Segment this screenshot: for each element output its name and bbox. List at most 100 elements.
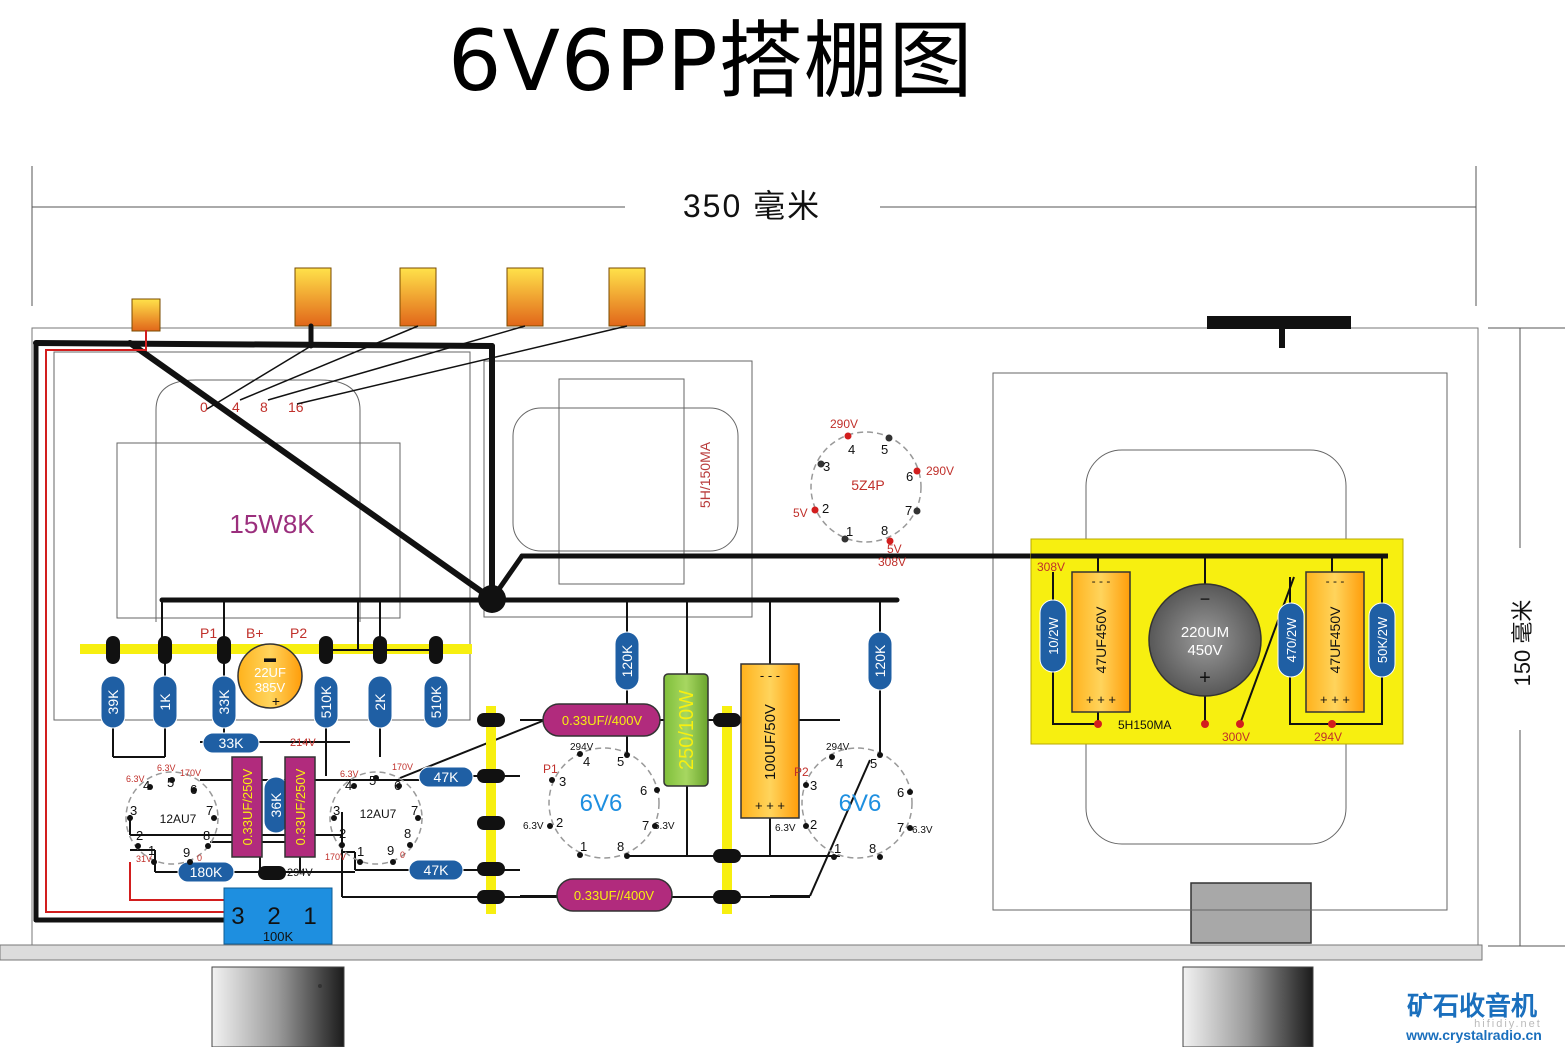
tube-pin: 6 (640, 783, 647, 798)
tube-voltage: 6.3V (523, 821, 544, 832)
cap-label: 0.33UF//400V (574, 888, 655, 903)
tube-pin: 8 (203, 828, 210, 843)
driver-label-p2: P2 (290, 625, 307, 641)
cap-plus: + (272, 693, 280, 709)
output-transformer-label: 15W8K (229, 509, 315, 539)
watermark: 矿石收音机 www.crystalradio.cn hifidiy.net (1405, 991, 1542, 1043)
tube-pin: 5 (870, 756, 877, 771)
tube-pin: 8 (404, 826, 411, 841)
driver-cap-magenta-1: 0.33UF/250V (231, 756, 263, 858)
tube-pin: 5 (617, 754, 624, 769)
psu-dots (1094, 720, 1336, 728)
power-switch-stem (1279, 328, 1285, 348)
psu-cap-minus: - - - (1326, 574, 1345, 588)
tube-pin: 4 (836, 756, 843, 771)
ground-junction (478, 585, 506, 613)
driver-resistor-1k: 1K (152, 675, 178, 729)
resistor-label: 120K (872, 644, 888, 677)
output-tagstrip-1 (486, 706, 496, 914)
tube-pin: 3 (130, 803, 137, 818)
tube-voltage: 6.3V (654, 821, 675, 832)
dimension-height-label: 150 毫米 (1510, 600, 1535, 687)
diagram-title: 6V6PP搭棚图 (448, 12, 974, 110)
voltage-214v: 214V (290, 737, 316, 749)
rectifier-pin: 4 (848, 442, 855, 457)
rectifier-pin: 8 (881, 523, 888, 538)
rectifier-pin: 6 (906, 469, 913, 484)
dimension-width (31, 166, 1477, 306)
cap-line2: 385V (255, 680, 286, 695)
can-minus: − (1200, 589, 1211, 609)
tube-voltage: 294V (826, 742, 850, 753)
output-cap-2: 0.33UF//400V (556, 878, 673, 912)
tube-pin: 3 (333, 803, 340, 818)
voltage-label: 308V (878, 555, 906, 569)
tube-pin: 4 (143, 778, 150, 793)
resistor-label: 250/10W (676, 690, 698, 770)
can-line1: 220UM (1181, 624, 1229, 641)
tube-label: 6V6 (839, 790, 882, 817)
tap-label: 4 (232, 399, 240, 415)
tube-voltage: 31V (136, 854, 152, 864)
psu-resistor-label: 50K/2W (1375, 616, 1390, 663)
pot-label: 100K (263, 929, 294, 944)
tap-wires (206, 325, 628, 410)
tube-label: 12AU7 (360, 807, 397, 821)
output-resistor-120k-b: 120K (867, 631, 893, 691)
watermark-logo: 矿石收音机 (1407, 991, 1537, 1021)
driver-resistor-180k: 180K (177, 861, 235, 883)
driver-tag-post-bottom (258, 866, 286, 880)
dimension-width-label: 350 毫米 (683, 188, 821, 224)
can-plus: + (1199, 667, 1211, 689)
psu-294v: 294V (1314, 730, 1342, 744)
resistor-label: 47K (434, 769, 460, 785)
tube-voltage: 6.3V (126, 774, 145, 784)
cap-minus: - - - (760, 668, 780, 683)
tube-pin: 3 (810, 778, 817, 793)
tube-pin: 4 (345, 778, 352, 793)
volume-knob-dot (318, 984, 322, 988)
tube-voltage: 170V (180, 768, 201, 778)
tap-label: 8 (260, 399, 268, 415)
psu-resistor-label: 10/2W (1046, 616, 1061, 654)
tube-pin: 1 (580, 839, 587, 854)
voltage-label: 5V (887, 542, 902, 556)
resistor-label: 33K (219, 735, 245, 751)
tube-12au7-a: 12AU7 4 5 6 3 7 2 8 1 9 6.3V 6.3V 170V 0… (125, 763, 219, 865)
tube-voltage: 0 (400, 850, 405, 860)
tube-pin: 7 (411, 803, 418, 818)
psu-cap-1: - - - 47UF450V + + + (1071, 571, 1131, 713)
output-transformer (53, 351, 471, 721)
rectifier-pin: 5 (881, 442, 888, 457)
output-cathode-resistor: 250/10W (663, 673, 709, 787)
tube-voltage: 6.3V (340, 769, 359, 779)
tube-voltage: 170V (325, 852, 346, 862)
tube-6v6-a: 6V6 P1 294V 6.3V 6.3V 4 5 3 6 2 7 1 8 (523, 742, 675, 859)
tube-voltage: 170V (392, 762, 413, 772)
resistor-label: 510K (428, 685, 444, 718)
output-cathode-cap: - - - 100UF/50V + + + (740, 663, 800, 819)
tube-pin: 2 (136, 828, 143, 843)
tube-voltage: 0 (197, 853, 202, 863)
tube-pin: 8 (869, 841, 876, 856)
psu-cap-plus: + + + (1086, 692, 1116, 707)
tube-pin: 2 (556, 815, 563, 830)
power-switch-body (1190, 882, 1312, 944)
cap-label: 0.33UF/250V (293, 768, 308, 845)
can-line2: 450V (1187, 642, 1222, 659)
rectifier-socket (810, 431, 922, 543)
volume-knob (211, 966, 345, 1047)
driver-resistor-33k-h: 33K (202, 732, 260, 754)
tube-pin: 1 (357, 844, 364, 859)
cap-minus: ▬ (264, 651, 276, 665)
psu-resistor-3: 50K/2W (1368, 602, 1396, 678)
psu-choke-label: 5H150MA (1118, 718, 1171, 732)
dimension-height (1488, 327, 1565, 947)
driver-resistor-510k-a: 510K (313, 675, 339, 729)
psu-300v: 300V (1222, 730, 1250, 744)
tube-pin: 2 (810, 817, 817, 832)
rectifier-voltages: 290V 290V 5V 5V 308V (793, 417, 954, 569)
pot-pins: 3 2 1 (231, 903, 324, 930)
tube-12au7-b: 12AU7 4 5 6 3 7 2 8 1 9 6.3V 170V 0 170V (325, 762, 423, 865)
